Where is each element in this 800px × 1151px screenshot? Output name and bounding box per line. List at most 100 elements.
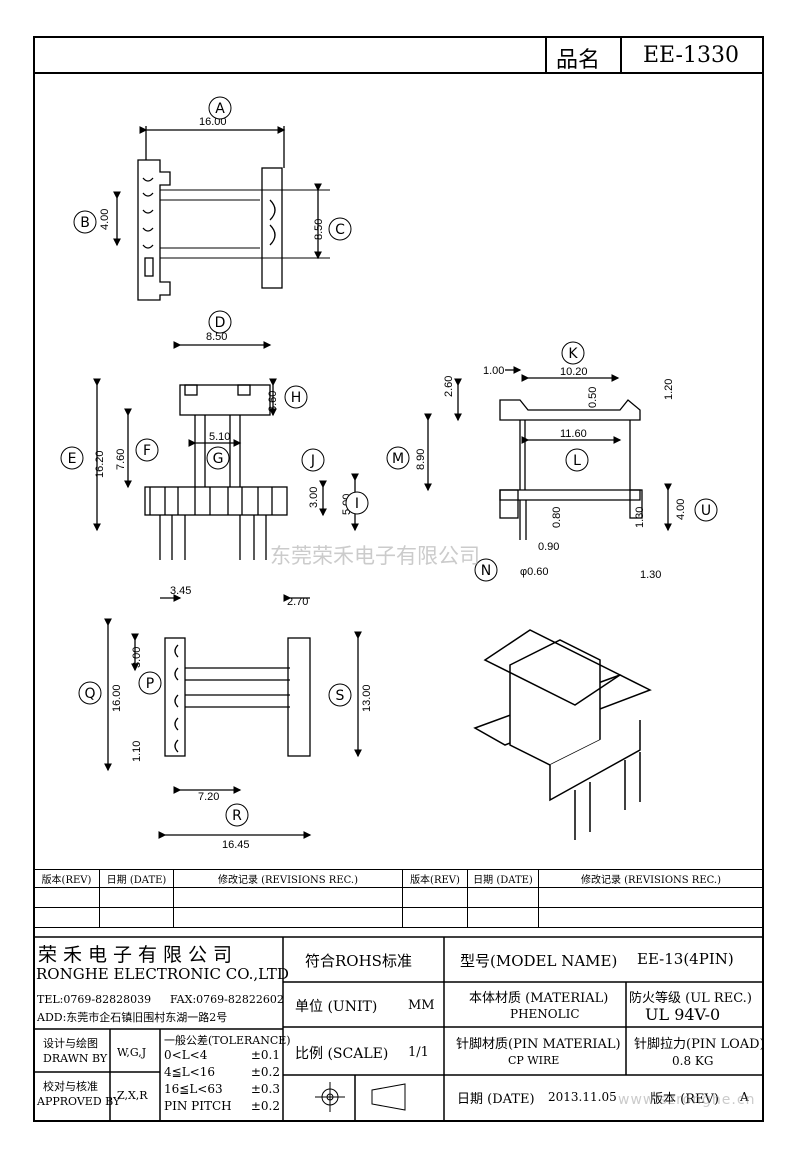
pin-load-label: 针脚拉力(PIN LOAD) bbox=[634, 1037, 765, 1052]
label-i: I bbox=[355, 496, 359, 512]
model-label: 型号(MODEL NAME) bbox=[460, 952, 618, 970]
ul-value: UL 94V-0 bbox=[645, 1005, 721, 1024]
dim-N: φ0.60 bbox=[520, 566, 549, 578]
dim-G: 5.10 bbox=[209, 431, 230, 443]
pin-load-value: 0.8 KG bbox=[672, 1054, 714, 1068]
label-circle-j bbox=[301, 448, 325, 472]
drawing-sheet bbox=[33, 36, 764, 1122]
approved-by-label-cn: 校对与核准 bbox=[43, 1080, 98, 1093]
dim-C: 8.50 bbox=[313, 219, 325, 240]
technical-drawing: 16.00 4.00 8.50 8.50 3.60 16.20 7.60 5.1… bbox=[60, 96, 718, 851]
front-view bbox=[93, 341, 359, 560]
approved-by-value: Z,X,R bbox=[117, 1089, 148, 1102]
label-circle-l bbox=[565, 448, 589, 472]
scale-value: 1/1 bbox=[408, 1045, 429, 1060]
dim-R: 16.45 bbox=[222, 839, 250, 851]
company-name-cn: 荣禾电子有限公司 bbox=[38, 944, 239, 966]
date-label: 日期 (DATE) bbox=[457, 1092, 535, 1107]
label-circle-i bbox=[345, 491, 369, 515]
drawn-by-label-en: DRAWN BY bbox=[43, 1052, 108, 1065]
label-g: G bbox=[213, 451, 224, 467]
label-u: U bbox=[701, 503, 711, 519]
label-c: C bbox=[335, 222, 345, 238]
label-circle-k bbox=[561, 341, 585, 365]
isometric-view bbox=[473, 629, 652, 840]
label-circle-f bbox=[135, 438, 159, 462]
label-p: P bbox=[146, 676, 154, 692]
company-tel: TEL:0769-82828039 bbox=[37, 993, 152, 1006]
label-circle-m bbox=[386, 446, 410, 470]
dim-345: 3.45 bbox=[170, 585, 191, 597]
dim-100: 1.00 bbox=[483, 365, 504, 377]
dim-050: 0.50 bbox=[587, 387, 599, 408]
dim-L: 11.60 bbox=[560, 428, 587, 440]
dim-B: 4.00 bbox=[99, 209, 111, 230]
company-name-en: RONGHE ELECTRONIC CO.,LTD bbox=[36, 965, 289, 983]
approved-by-label-en: APPROVED BY bbox=[37, 1095, 121, 1108]
dim-130a: 1.30 bbox=[634, 507, 646, 528]
name-label: 品名 bbox=[556, 48, 601, 73]
unit-label: 单位 (UNIT) bbox=[295, 999, 378, 1015]
label-circle-e bbox=[60, 446, 84, 470]
version-label: 版本 (REV) bbox=[650, 1092, 719, 1107]
label-circle-c bbox=[328, 217, 352, 241]
label-circle-n bbox=[474, 558, 498, 582]
label-d: D bbox=[215, 315, 226, 331]
unit-value: MM bbox=[408, 998, 435, 1013]
label-a: A bbox=[215, 101, 225, 117]
label-circle-h bbox=[284, 385, 308, 409]
label-f: F bbox=[143, 443, 151, 459]
bottom-view bbox=[104, 594, 362, 839]
title-bottom-line bbox=[33, 72, 764, 74]
ul-label: 防火等级 (UL REC.) bbox=[629, 991, 752, 1006]
drawn-by-label-cn: 设计与绘图 bbox=[43, 1037, 98, 1050]
label-h: H bbox=[291, 390, 302, 406]
label-s: S bbox=[336, 688, 345, 704]
label-e: E bbox=[68, 451, 77, 467]
material-value: PHENOLIC bbox=[510, 1007, 580, 1021]
dim-260: 2.60 bbox=[443, 376, 455, 397]
label-b: B bbox=[80, 215, 90, 231]
label-q: Q bbox=[84, 686, 95, 702]
dim-K: 10.20 bbox=[560, 366, 588, 378]
label-circle-g bbox=[206, 446, 230, 470]
drawn-by-value: W,G,J bbox=[117, 1046, 147, 1059]
label-j: J bbox=[310, 453, 315, 469]
dim-080: 0.80 bbox=[551, 507, 563, 528]
label-circle-s bbox=[328, 683, 352, 707]
dim-F: 7.60 bbox=[115, 449, 127, 470]
label-circle-a bbox=[208, 96, 232, 120]
dim-720: 7.20 bbox=[198, 791, 219, 803]
label-l: L bbox=[573, 453, 581, 469]
label-circle-r bbox=[225, 803, 249, 827]
rohs-text: 符合ROHS标准 bbox=[305, 952, 412, 970]
label-circle-u bbox=[694, 498, 718, 522]
top-view bbox=[113, 126, 330, 301]
label-circle-d bbox=[208, 310, 232, 334]
label-circle-b bbox=[73, 210, 97, 234]
dim-090: 0.90 bbox=[538, 541, 559, 553]
dim-E: 16.20 bbox=[94, 450, 106, 478]
label-k: K bbox=[568, 346, 578, 362]
tolerance-title: 一般公差(TOLERANCE) bbox=[164, 1034, 291, 1047]
title-divider bbox=[620, 36, 622, 74]
material-label: 本体材质 (MATERIAL) bbox=[469, 991, 609, 1006]
label-circle-q bbox=[78, 681, 102, 705]
watermark-corner: www.szronghe.cn bbox=[618, 1092, 756, 1108]
dim-U: 4.00 bbox=[675, 499, 687, 520]
dim-110: 1.10 bbox=[131, 741, 143, 762]
pin-material-label: 针脚材质(PIN MATERIAL) bbox=[456, 1037, 621, 1052]
dim-M: 8.90 bbox=[415, 449, 427, 470]
dim-120: 1.20 bbox=[663, 379, 675, 400]
dim-130b: 1.30 bbox=[640, 569, 661, 581]
part-number: EE-1330 bbox=[643, 43, 739, 68]
company-fax: FAX:0769-82822602 bbox=[170, 993, 284, 1006]
tolerance-rows: 0<L<4±0.1 4≦L<16±0.2 16≦L<63±0.3 PIN PIT… bbox=[164, 1048, 280, 1113]
dim-S: 13.00 bbox=[361, 684, 373, 712]
label-circle-p bbox=[138, 671, 162, 695]
dim-P: 3.00 bbox=[131, 647, 143, 668]
label-r: R bbox=[232, 808, 242, 824]
revisions-table: 版本(REV) 日期 (DATE) 修改记录 (REVISIONS REC.) … bbox=[33, 869, 764, 928]
